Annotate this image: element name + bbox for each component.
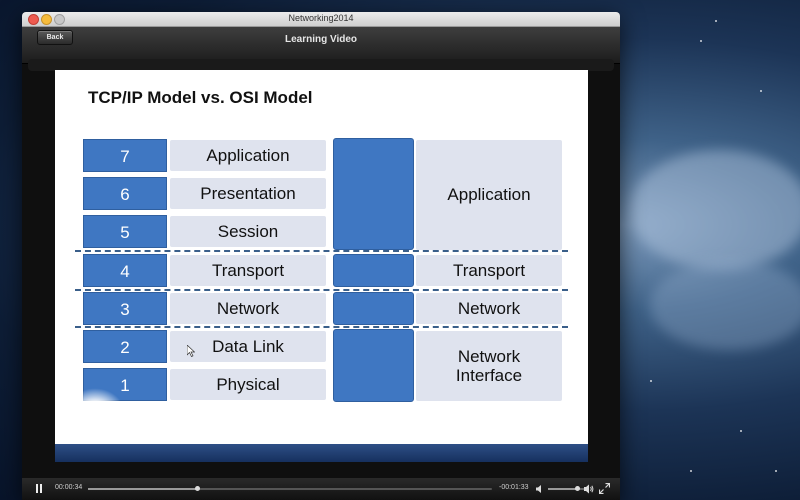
- osi-layer-label: Presentation: [170, 178, 326, 209]
- tcpip-layer-label: Application: [416, 140, 562, 250]
- osi-layer-label: Application: [170, 140, 326, 171]
- app-window: Networking2014 Back Learning Video TCP/I…: [22, 12, 620, 500]
- volume-fill: [548, 488, 577, 490]
- slide-title: TCP/IP Model vs. OSI Model: [88, 88, 313, 107]
- osi-layer-number: 6: [83, 177, 167, 210]
- video-frame-top: [28, 59, 614, 71]
- tcpip-block-application: [333, 138, 414, 250]
- osi-layer-label: Session: [170, 216, 326, 247]
- layer-separator: [75, 250, 568, 252]
- back-button[interactable]: Back: [37, 30, 73, 45]
- star: [775, 470, 777, 472]
- tcpip-layer-label: Transport: [416, 255, 562, 286]
- pause-icon[interactable]: [36, 484, 43, 493]
- osi-layer-label: Physical: [170, 369, 326, 400]
- volume-high-icon[interactable]: [584, 484, 594, 494]
- progress-track[interactable]: [88, 486, 492, 491]
- osi-layer-label: Data Link: [170, 331, 326, 362]
- star: [700, 40, 702, 42]
- title-bar: Networking2014: [22, 12, 620, 27]
- volume-low-icon[interactable]: [536, 485, 544, 493]
- layer-separator: [75, 289, 568, 291]
- window-title: Networking2014: [288, 13, 354, 23]
- zoom-window-button[interactable]: [54, 14, 65, 25]
- video-slide[interactable]: TCP/IP Model vs. OSI Model 7 6 5 4 3 2 1…: [55, 70, 588, 462]
- progress-fill: [88, 488, 198, 490]
- osi-layer-label: Network: [170, 293, 326, 324]
- star: [715, 20, 717, 22]
- tcpip-block-transport: [333, 254, 414, 287]
- volume-track[interactable]: [548, 486, 586, 491]
- nebula-cloud: [630, 150, 800, 270]
- light-glare: [65, 388, 125, 438]
- tcpip-block-interface: [333, 329, 414, 402]
- slide-footer-bar: [55, 444, 588, 462]
- progress-handle[interactable]: [195, 486, 201, 491]
- remaining-time: -00:01:33: [499, 484, 529, 491]
- star: [690, 470, 692, 472]
- nebula-cloud: [650, 260, 800, 350]
- star: [650, 380, 652, 382]
- close-window-button[interactable]: [28, 14, 39, 25]
- mouse-cursor-icon: [187, 345, 195, 357]
- minimize-window-button[interactable]: [41, 14, 52, 25]
- osi-layer-label: Transport: [170, 255, 326, 286]
- star: [740, 430, 742, 432]
- osi-layer-number: 4: [83, 254, 167, 287]
- nav-title: Learning Video: [284, 34, 358, 45]
- tcpip-block-network: [333, 292, 414, 325]
- player-controls: 00:00:34 -00:01:33: [22, 478, 620, 500]
- osi-layer-number: 3: [83, 292, 167, 325]
- layer-separator: [75, 326, 568, 328]
- star: [760, 90, 762, 92]
- osi-layer-number: 7: [83, 139, 167, 172]
- fullscreen-icon[interactable]: [599, 483, 610, 494]
- volume-handle[interactable]: [574, 486, 580, 491]
- elapsed-time: 00:00:34: [55, 484, 83, 491]
- tcpip-layer-label: Network Interface: [416, 331, 562, 401]
- tcpip-layer-label: Network: [416, 293, 562, 324]
- osi-layer-number: 5: [83, 215, 167, 248]
- osi-layer-number: 2: [83, 330, 167, 363]
